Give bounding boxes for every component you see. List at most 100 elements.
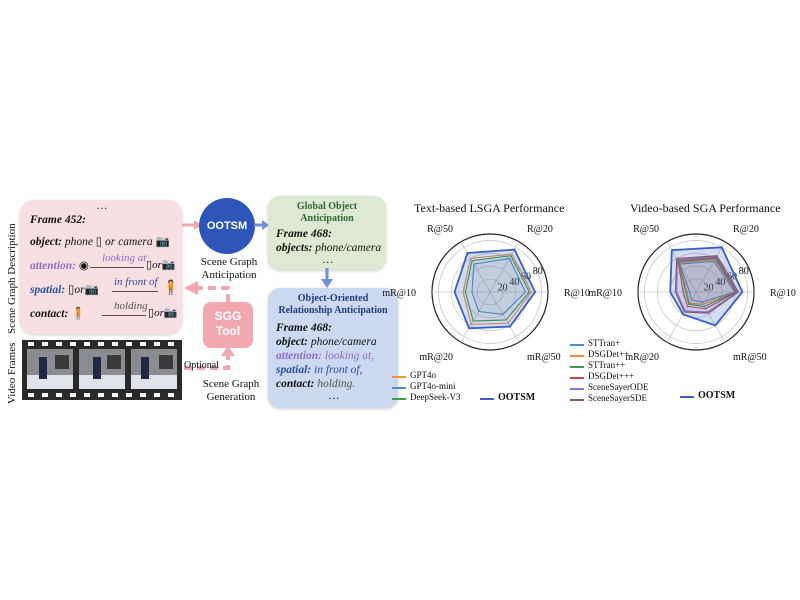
radar-series-gpt4o-mini	[471, 257, 527, 315]
person-icon-2: 🧍	[71, 308, 86, 320]
object-value: phone	[64, 236, 93, 248]
radar-tick-label: 20	[704, 283, 714, 294]
blue-contact-row: contact: holding.	[276, 378, 356, 390]
pink-ellipsis: …	[96, 200, 108, 212]
blue-ellipsis: …	[328, 390, 340, 402]
blue-spatial-row: spatial: in front of,	[276, 364, 363, 376]
arrow-to-blue	[321, 268, 333, 288]
radar-series-sttran-	[679, 260, 736, 303]
video-frames-label: Video Frames	[6, 342, 18, 404]
radar-series-dsgdet-	[678, 259, 737, 305]
relationship-anticipation-box: Object-Oriented Relationship Anticipatio…	[268, 288, 398, 408]
attention-relation: looking at	[102, 252, 147, 264]
radar-series-gpt4o	[462, 253, 532, 325]
phone-camera-icon: ▯or📷	[68, 284, 99, 296]
radar-tick-label: 60	[521, 272, 531, 283]
scene-graph-anticipation-label: Scene Graph Anticipation	[200, 256, 258, 281]
green-frame-label: Frame 468:	[276, 228, 332, 240]
eye-icon: ◉	[78, 260, 89, 272]
green-ellipsis: …	[322, 254, 334, 266]
radar-axis-label-r50: R@50	[427, 224, 453, 235]
spatial-relation: in front of	[114, 276, 158, 288]
radar-axis-label-mr10: mR@10	[382, 288, 416, 299]
legend-swatch	[480, 398, 494, 401]
attention-row: attention: ◉	[30, 258, 89, 272]
radar-spoke	[695, 291, 726, 343]
radar-1-title: Text-based LSGA Performance	[414, 201, 565, 215]
scene-graph-description-box: … Frame 452: object: phone ▯ or camera 📷…	[20, 200, 182, 334]
legend-label: OOTSM	[698, 390, 736, 401]
radar-tick-label: 40	[715, 277, 725, 288]
attention-key: attention:	[30, 260, 77, 272]
spatial-row: spatial: ▯or📷	[30, 282, 99, 296]
radar-axis-label-mr50: mR@50	[733, 352, 767, 363]
legend-swatch	[680, 396, 694, 399]
spatial-key: spatial:	[30, 284, 66, 296]
legend-label: DSGDet++	[588, 349, 630, 359]
radar-series-dsgdet-	[677, 256, 738, 310]
contact-arrow	[102, 315, 146, 316]
optional-label: Optional	[184, 360, 219, 371]
radar-spoke	[666, 291, 697, 343]
or-camera-text: or camera	[105, 236, 153, 248]
radar-axis-label-r50: R@50	[633, 224, 659, 235]
green-box-title: Global Object Anticipation	[296, 201, 358, 224]
legend-label: STTran++	[588, 360, 626, 370]
legend-label: GPT4o-mini	[410, 381, 456, 391]
sgg-dashed-arrows	[184, 281, 235, 370]
blue-object-row: object: phone/camera	[276, 336, 377, 348]
camera-icon: 📷	[155, 236, 170, 248]
frame-452-label: Frame 452:	[30, 214, 86, 226]
legend-label: OOTSM	[498, 392, 536, 403]
arrow-to-ootsm	[182, 220, 202, 230]
video-frame-3	[131, 349, 177, 389]
object-key: object:	[30, 236, 62, 248]
legend-swatch	[392, 376, 406, 378]
contact-key: contact:	[30, 308, 69, 320]
radar-spoke	[460, 241, 491, 293]
legend-swatch	[392, 387, 406, 389]
radar-spoke	[695, 241, 726, 293]
radar-axis-label-mr20: mR@20	[625, 352, 659, 363]
legend-label: DeepSeek-V3	[410, 392, 461, 402]
legend-label: SceneSayerSDE	[588, 393, 647, 403]
video-frame-1	[27, 349, 73, 389]
radar-spoke	[489, 291, 520, 343]
legend-swatch	[570, 399, 584, 401]
radar-axis-label-r10: R@10	[770, 288, 796, 299]
person-icon: 🧍	[162, 281, 180, 296]
radar-spoke	[460, 291, 491, 343]
radar-series-deepseek-v3	[464, 255, 530, 322]
radar-tick-label: 40	[509, 277, 519, 288]
camera-icon-2: 📷	[161, 259, 176, 271]
contact-row: contact: 🧍	[30, 306, 86, 320]
green-objects-row: objects: phone/camera	[276, 242, 382, 254]
radar-series-ootsm	[669, 246, 744, 327]
attention-target: ▯or📷	[146, 259, 176, 271]
radar-tick-label: 80	[533, 266, 543, 277]
radar-axis-label-mr20: mR@20	[419, 352, 453, 363]
radar-axis-label-mr50: mR@50	[527, 352, 561, 363]
radar-axis-label-r20: R@20	[527, 224, 553, 235]
arrow-to-green	[254, 220, 269, 230]
contact-relation: holding	[114, 300, 148, 312]
blue-frame-label: Frame 468:	[276, 322, 332, 334]
legend-label: STTran+	[588, 338, 621, 348]
radar-tick-label: 20	[498, 283, 508, 294]
legend-label: SceneSayerODE	[588, 382, 649, 392]
legend-label: GPT4o	[410, 370, 437, 380]
blue-box-title: Object-Oriented Relationship Anticipatio…	[278, 293, 388, 316]
scene-graph-description-label: Scene Graph Description	[6, 223, 18, 334]
global-object-anticipation-box: Global Object Anticipation Frame 468: ob…	[268, 196, 386, 270]
radar-2-title: Video-based SGA Performance	[630, 201, 781, 215]
legend-swatch	[392, 398, 406, 400]
legend-swatch	[570, 355, 584, 357]
radar-series-sttran-	[677, 257, 737, 308]
legend-swatch	[570, 366, 584, 368]
radar-series-scenesayersde	[674, 255, 740, 314]
spatial-arrow	[112, 291, 158, 292]
ootsm-node: OOTSM	[199, 198, 255, 254]
